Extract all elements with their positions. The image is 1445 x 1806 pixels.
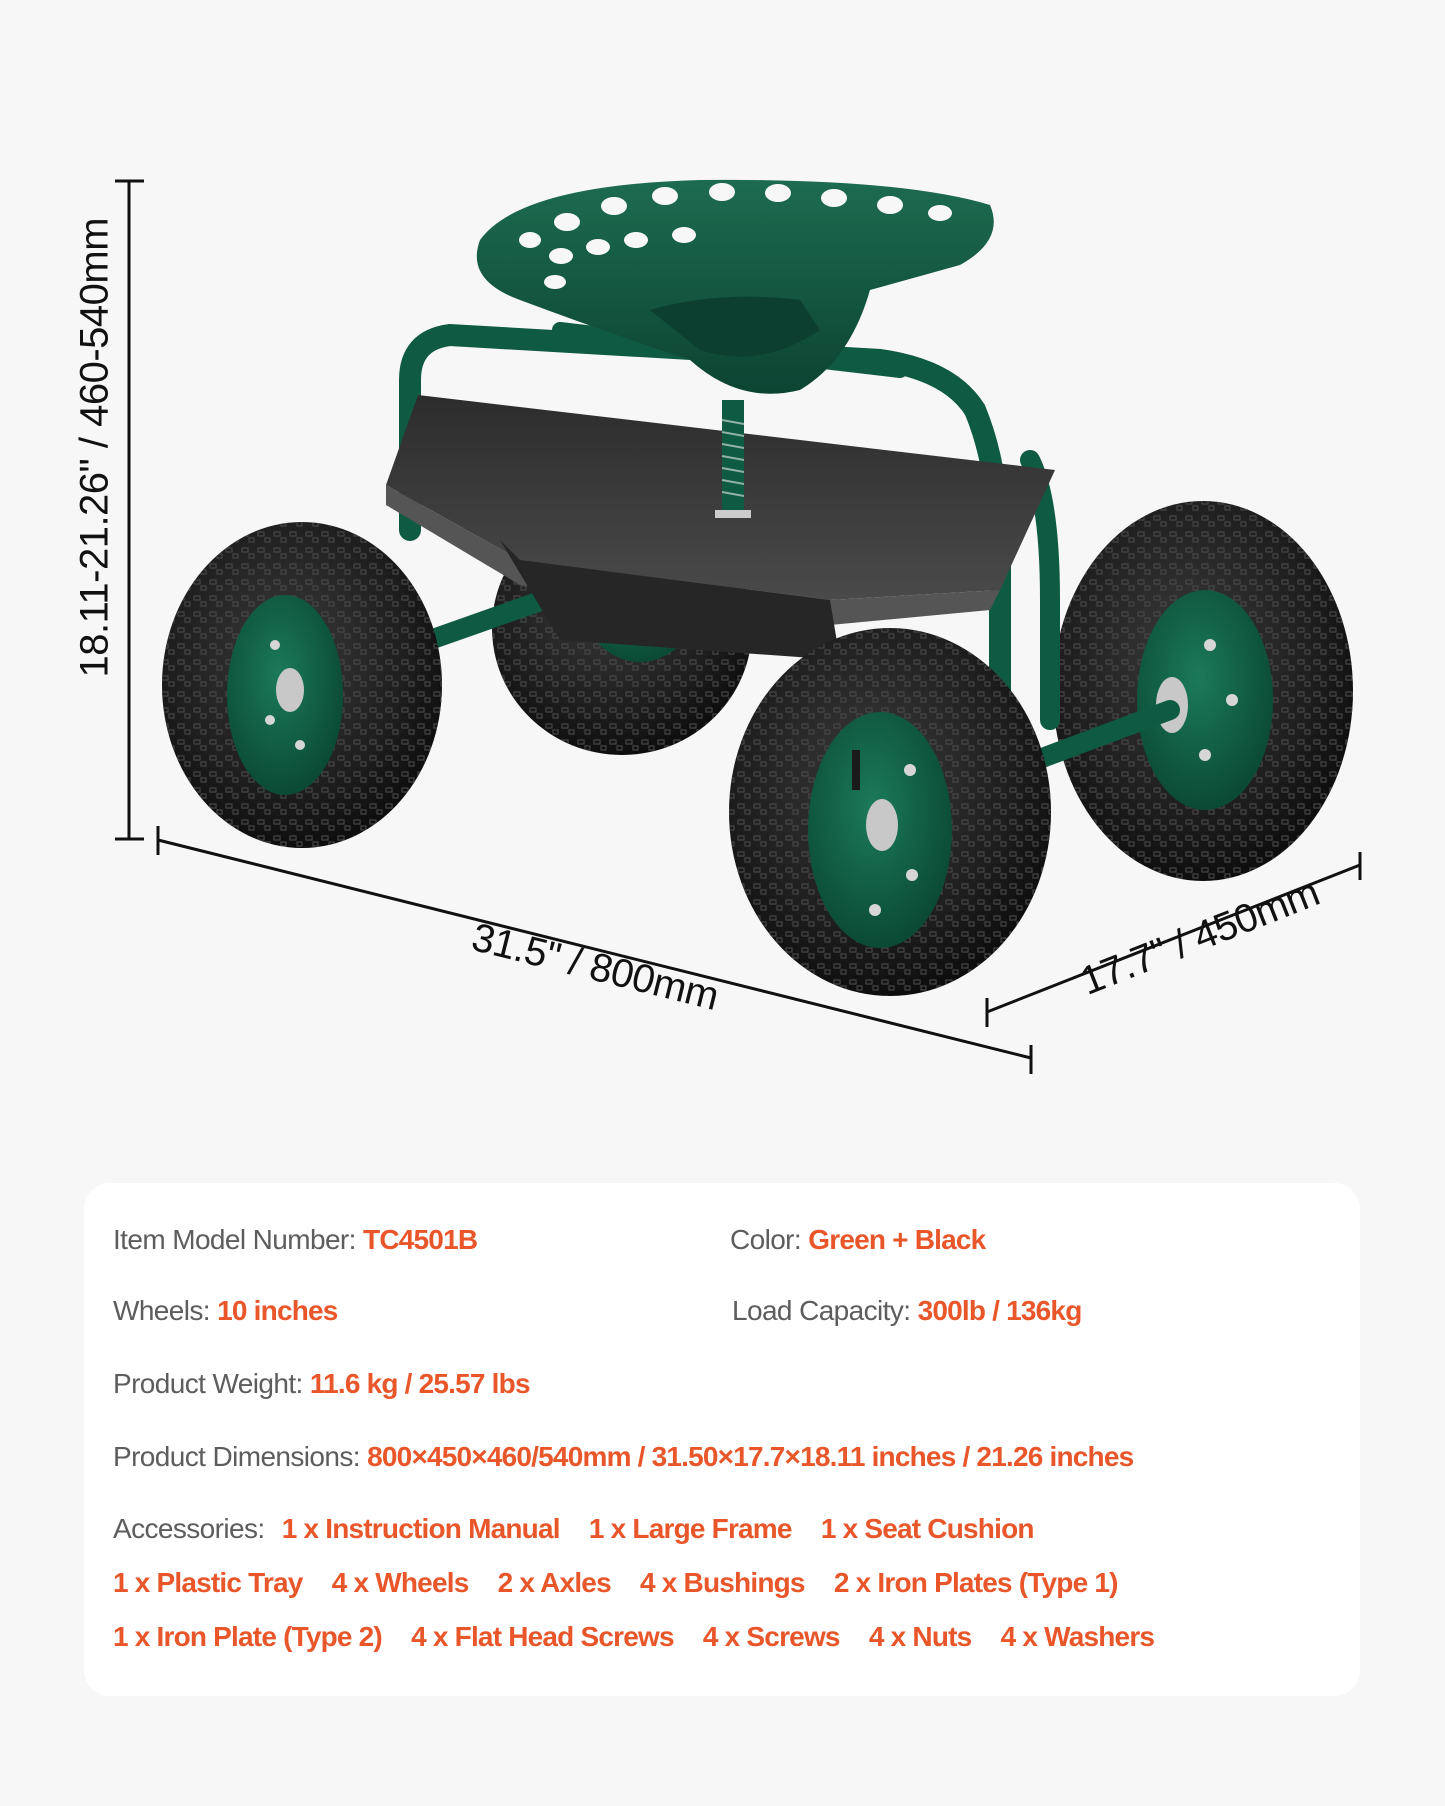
spec-value: Green + Black xyxy=(808,1224,986,1255)
height-dimension-label: 18.11-21.26" / 460-540mm xyxy=(72,217,117,678)
spec-load-capacity: Load Capacity: 300lb / 136kg xyxy=(732,1294,1082,1328)
spec-product-dimensions: Product Dimensions: 800×450×460/540mm / … xyxy=(113,1440,1134,1474)
spec-wheels: Wheels: 10 inches xyxy=(113,1294,338,1328)
spec-value: 10 inches xyxy=(217,1295,338,1326)
plastic-tray xyxy=(386,395,1055,660)
accessory-item: 4 x Bushings xyxy=(640,1567,805,1598)
spec-weight: Product Weight: 11.6 kg / 25.57 lbs xyxy=(113,1367,531,1401)
accessory-item: 1 x Instruction Manual xyxy=(281,1513,561,1544)
spec-color: Color: Green + Black xyxy=(730,1223,986,1257)
spec-accessories-line-3: 1 x Iron Plate (Type 2) 4 x Flat Head Sc… xyxy=(113,1620,1176,1654)
product-figure: 18.11-21.26" / 460-540mm 31.5" / 800mm 1… xyxy=(72,179,1362,1074)
accessory-item: 1 x Large Frame xyxy=(588,1513,793,1544)
accessory-item: 4 x Flat Head Screws xyxy=(411,1621,674,1652)
accessory-item: 1 x Plastic Tray xyxy=(113,1567,303,1598)
rolling-garden-seat-illustration xyxy=(115,179,1362,1074)
accessory-item: 4 x Wheels xyxy=(331,1567,470,1598)
width-dimension-line xyxy=(986,863,1361,1014)
accessory-item: 4 x Screws xyxy=(702,1621,841,1652)
spec-accessories-line-2: 1 x Plastic Tray 4 x Wheels 2 x Axles 4 … xyxy=(113,1566,1140,1600)
accessory-item: 1 x Seat Cushion xyxy=(820,1513,1035,1544)
tractor-seat xyxy=(476,179,994,394)
spec-value: 11.6 kg / 25.57 lbs xyxy=(309,1368,531,1399)
spec-label: Accessories: xyxy=(113,1513,265,1544)
spec-value: TC4501B xyxy=(363,1224,478,1255)
specs-card: Item Model Number: TC4501B Color: Green … xyxy=(84,1183,1360,1696)
front-right-wheel xyxy=(729,628,1051,996)
accessory-item: 2 x Iron Plates (Type 1) xyxy=(833,1567,1119,1598)
dimension-lines xyxy=(115,179,1362,1074)
spec-value: 800×450×460/540mm / 31.50×17.7×18.11 inc… xyxy=(367,1441,1134,1472)
accessory-item: 4 x Washers xyxy=(1000,1621,1155,1652)
spec-label: Item Model Number: xyxy=(113,1224,356,1255)
rear-right-wheel xyxy=(1053,501,1353,881)
front-left-wheel xyxy=(162,522,442,848)
accessory-item: 2 x Axles xyxy=(497,1567,612,1598)
spec-model: Item Model Number: TC4501B xyxy=(113,1223,478,1257)
spec-label: Wheels: xyxy=(113,1295,211,1326)
spec-accessories-line-1: Accessories: 1 x Instruction Manual 1 x … xyxy=(113,1512,1056,1546)
accessory-item: 4 x Nuts xyxy=(868,1621,972,1652)
height-adjust-screw xyxy=(715,400,751,518)
spec-label: Load Capacity: xyxy=(732,1295,911,1326)
accessory-item: 1 x Iron Plate (Type 2) xyxy=(113,1621,383,1652)
spec-label: Product Dimensions: xyxy=(113,1441,361,1472)
spec-value: 300lb / 136kg xyxy=(917,1295,1083,1326)
spec-label: Color: xyxy=(730,1224,802,1255)
spec-label: Product Weight: xyxy=(113,1368,303,1399)
length-dimension-line xyxy=(157,838,1032,1060)
